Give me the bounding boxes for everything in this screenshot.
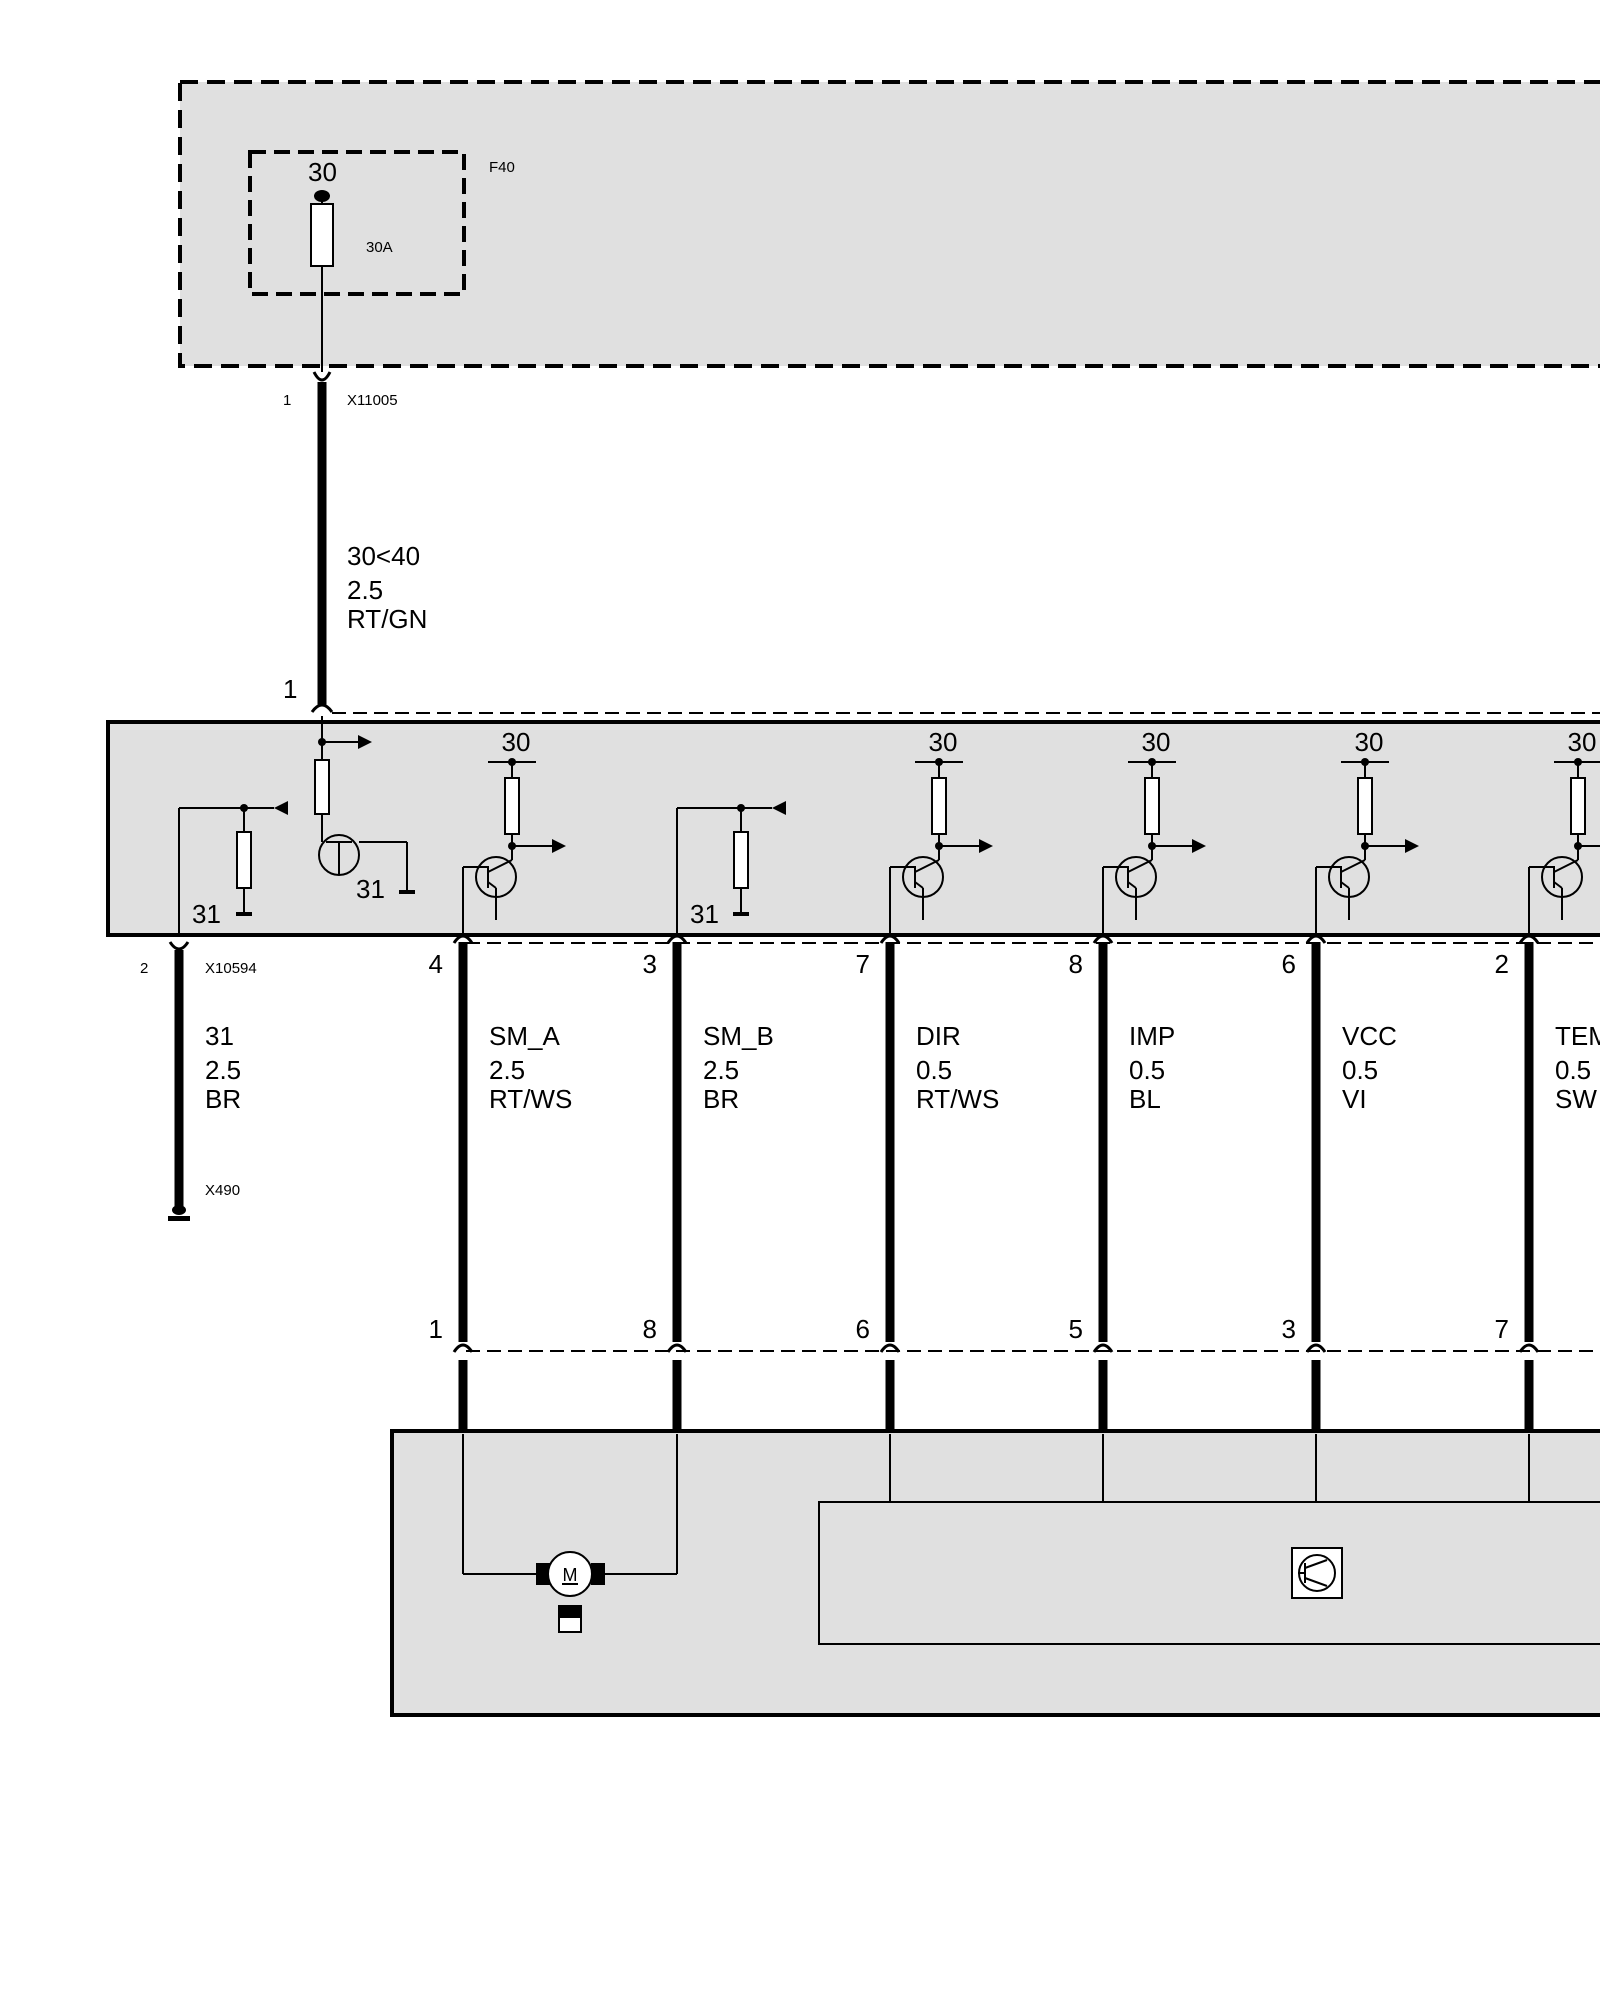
supply-module-pin: 1: [283, 674, 297, 704]
driver-stage-imp: 30: [1102, 727, 1206, 937]
ground-wire-signal: 31: [205, 1021, 234, 1051]
supply-wire-signal: 30<40: [347, 541, 420, 571]
ground-connector-pin: 2: [140, 960, 148, 977]
motor-sensor-icon: [558, 1605, 582, 1633]
device-pin-sm-b: 8: [643, 1314, 657, 1344]
driver-supply-label-tem: 30: [1568, 727, 1597, 757]
supply-connector-pin: 1: [283, 392, 291, 409]
module-pin-vcc: 6: [1282, 949, 1296, 979]
fuse-symbol: [310, 190, 334, 372]
wire-color-sm-b: BR: [703, 1084, 739, 1114]
module-pin-sm-b: 3: [643, 949, 657, 979]
wire-color-imp: BL: [1129, 1084, 1161, 1114]
device-pin-sm-a: 1: [429, 1314, 443, 1344]
hall-sensor-icon: [1291, 1547, 1343, 1599]
module-ground-input-stage: 31: [178, 801, 288, 937]
signal-wire-sm-a: 4 1 SM_A 2.5RT/WS: [429, 934, 572, 1434]
wire-color-tem: SW: [1555, 1084, 1597, 1114]
actuator-electronics: [818, 1434, 1600, 1645]
supply-wire-gauge: 2.5: [347, 575, 383, 605]
device-pin-tem: 7: [1495, 1314, 1509, 1344]
module-pin-sm-a: 4: [429, 949, 443, 979]
module-smb-input-stage: 31: [676, 801, 786, 937]
wire-gauge-sm-b: 2.5: [703, 1055, 739, 1085]
fuse-terminal-label: 30: [308, 157, 337, 187]
ground-wire-gauge: 2.5: [205, 1055, 241, 1085]
module-supply-ground-label: 31: [356, 874, 385, 904]
driver-supply-label-dir: 30: [929, 727, 958, 757]
control-module: 31 31 31 30 30 30 30 30: [106, 716, 1600, 937]
motor-circuit: M: [462, 1434, 678, 1633]
wire-signal-vcc: VCC: [1342, 1021, 1397, 1051]
driver-stage-tem: 30: [1528, 727, 1600, 937]
motor-symbol: M: [563, 1565, 578, 1585]
supply-connector-name: X11005: [347, 392, 398, 409]
wire-gauge-imp: 0.5: [1129, 1055, 1165, 1085]
fuse-box-name: F40: [489, 159, 515, 176]
wire-signal-sm-a: SM_A: [489, 1021, 560, 1051]
supply-wire-color: RT/GN: [347, 604, 427, 634]
device-pin-imp: 5: [1069, 1314, 1083, 1344]
driver-stage-dir: 30: [889, 727, 993, 937]
driver-supply-label-vcc: 30: [1355, 727, 1384, 757]
fuse-box: F40 30 30A: [178, 80, 1600, 372]
driver-stage-sm-a: 30: [462, 727, 566, 937]
device-pin-dir: 6: [856, 1314, 870, 1344]
signal-wire-sm-b: 3 8 SM_B 2.5BR: [643, 934, 774, 1434]
fuse-rating-label: 30A: [366, 239, 393, 256]
ground-connector-name: X10594: [205, 960, 257, 977]
supply-wire: 30<40 2.5 RT/GN 1: [283, 382, 427, 713]
ground-point-name: X490: [205, 1182, 240, 1199]
module-smb-ground-label: 31: [690, 899, 719, 929]
wire-signal-dir: DIR: [916, 1021, 961, 1051]
ground-wire-color: BR: [205, 1084, 241, 1114]
signal-wire-dir: 7 6 DIR 0.5RT/WS: [856, 934, 999, 1434]
device-pin-vcc: 3: [1282, 1314, 1296, 1344]
module-left-ground-label: 31: [192, 899, 221, 929]
driver-supply-label-sm-a: 30: [502, 727, 531, 757]
signal-wires: 41SM_A2.5RT/WS38SM_B2.5BR76DIR0.5RT/WS85…: [429, 934, 1600, 1434]
actuator-device: M: [390, 1429, 1600, 1717]
wire-color-dir: RT/WS: [916, 1084, 999, 1114]
module-pin-tem: 2: [1495, 949, 1509, 979]
driver-stage-vcc: 30: [1315, 727, 1419, 937]
motor-icon: [547, 1551, 593, 1597]
signal-wire-tem: 2 7 TEM 0.5SW: [1495, 934, 1600, 1434]
wire-gauge-dir: 0.5: [916, 1055, 952, 1085]
wire-signal-sm-b: SM_B: [703, 1021, 774, 1051]
ground-wire: 2 X10594 31 2.5 BR X490: [140, 941, 257, 1221]
wire-gauge-vcc: 0.5: [1342, 1055, 1378, 1085]
wire-signal-imp: IMP: [1129, 1021, 1175, 1051]
wire-color-sm-a: RT/WS: [489, 1084, 572, 1114]
signal-wire-vcc: 6 3 VCC 0.5VI: [1282, 934, 1397, 1434]
supply-connector-x11005: 1 X11005: [283, 371, 398, 409]
wire-gauge-tem: 0.5: [1555, 1055, 1591, 1085]
wire-color-vcc: VI: [1342, 1084, 1367, 1114]
wire-signal-tem: TEM: [1555, 1021, 1600, 1051]
module-pin-imp: 8: [1069, 949, 1083, 979]
wire-gauge-sm-a: 2.5: [489, 1055, 525, 1085]
driver-supply-label-imp: 30: [1142, 727, 1171, 757]
signal-wire-imp: 8 5 IMP 0.5BL: [1069, 934, 1175, 1434]
module-driver-stages: 30 30 30 30 30: [462, 727, 1600, 937]
module-pin-dir: 7: [856, 949, 870, 979]
module-supply-stage: 31: [314, 716, 415, 904]
